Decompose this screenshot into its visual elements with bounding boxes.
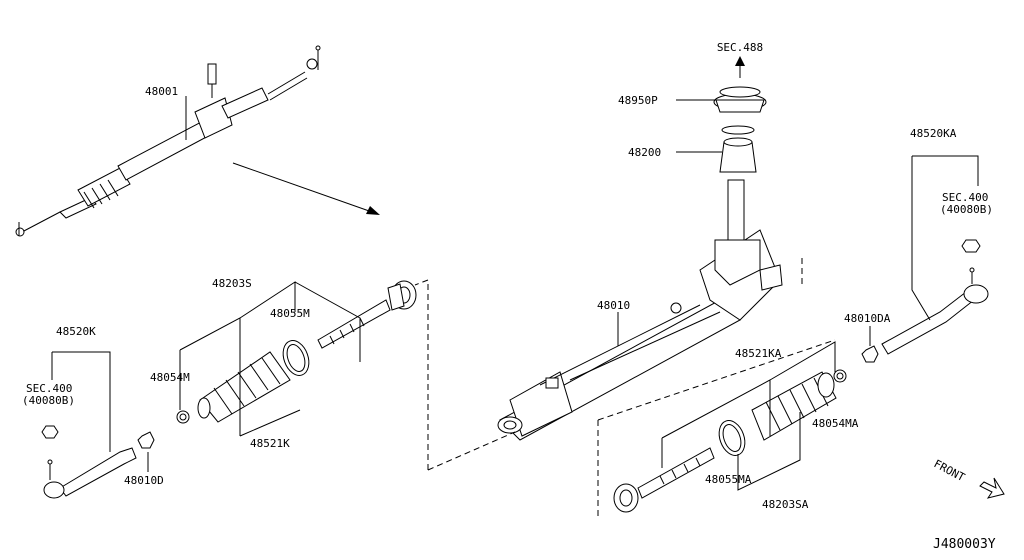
- tie-rod-end-48520k: [43, 447, 137, 499]
- label-48203s: 48203S: [212, 277, 252, 290]
- label-sec488: SEC.488: [717, 41, 763, 54]
- label-48521k: 48521K: [250, 437, 290, 450]
- boot-48203sa: [751, 371, 837, 441]
- label-48010d: 48010D: [124, 474, 164, 487]
- tie-rod-end-48520ka: [881, 267, 989, 355]
- label-48520ka: 48520KA: [910, 127, 957, 140]
- label-48054ma: 48054MA: [812, 417, 859, 430]
- clamp-48055m: [282, 340, 310, 376]
- front-indicator: FRONT: [932, 457, 1005, 499]
- nut-48010d: [137, 431, 155, 449]
- label-48200: 48200: [628, 146, 661, 159]
- leaders-48203s-group: [179, 281, 361, 437]
- label-40080b-left: (40080B): [22, 394, 75, 407]
- leader-dash-right-top: [597, 339, 836, 421]
- clamp-48055ma: [718, 420, 746, 456]
- direction-arrow: [232, 162, 380, 215]
- leaders-48520k-group: [51, 351, 149, 472]
- mount-48200: [719, 125, 757, 173]
- rack-assembly-overview: [15, 45, 321, 237]
- front-label: FRONT: [932, 457, 968, 484]
- diagram-id: J480003Y: [933, 537, 996, 552]
- label-40080b-right: (40080B): [940, 203, 993, 216]
- nut-40080b-left: [41, 425, 59, 439]
- inner-tie-rod-48521k: [317, 280, 417, 349]
- front-arrow-icon: [979, 477, 1005, 499]
- insulator-48950p: [713, 86, 767, 113]
- gear-housing-48010: [497, 179, 783, 441]
- label-48001: 48001: [145, 85, 178, 98]
- nut-48010da: [861, 345, 879, 363]
- label-48055ma: 48055MA: [705, 473, 752, 486]
- leaders-48520ka-group: [869, 155, 979, 346]
- label-48520k: 48520K: [56, 325, 96, 338]
- leader-dash-bottom: [427, 431, 516, 471]
- label-48010da: 48010DA: [844, 312, 891, 325]
- label-sec400-right: SEC.400: [942, 191, 988, 204]
- clip-48054m: [176, 410, 190, 424]
- label-sec400-left: SEC.400: [26, 382, 72, 395]
- label-48010: 48010: [597, 299, 630, 312]
- label-48055m: 48055M: [270, 307, 310, 320]
- boot-48203s: [197, 351, 291, 423]
- nut-40080b-right: [961, 239, 981, 253]
- label-48054m: 48054M: [150, 371, 190, 384]
- clip-48054ma: [833, 369, 847, 383]
- leader-dash-left-tip: [414, 279, 429, 286]
- label-48950p: 48950P: [618, 94, 658, 107]
- label-48203sa: 48203SA: [762, 498, 809, 511]
- leaders-48203sa-group: [661, 341, 836, 491]
- inner-tie-rod-48521ka: [613, 447, 715, 513]
- label-48521ka: 48521KA: [735, 347, 782, 360]
- sec488-arrow: [735, 56, 745, 78]
